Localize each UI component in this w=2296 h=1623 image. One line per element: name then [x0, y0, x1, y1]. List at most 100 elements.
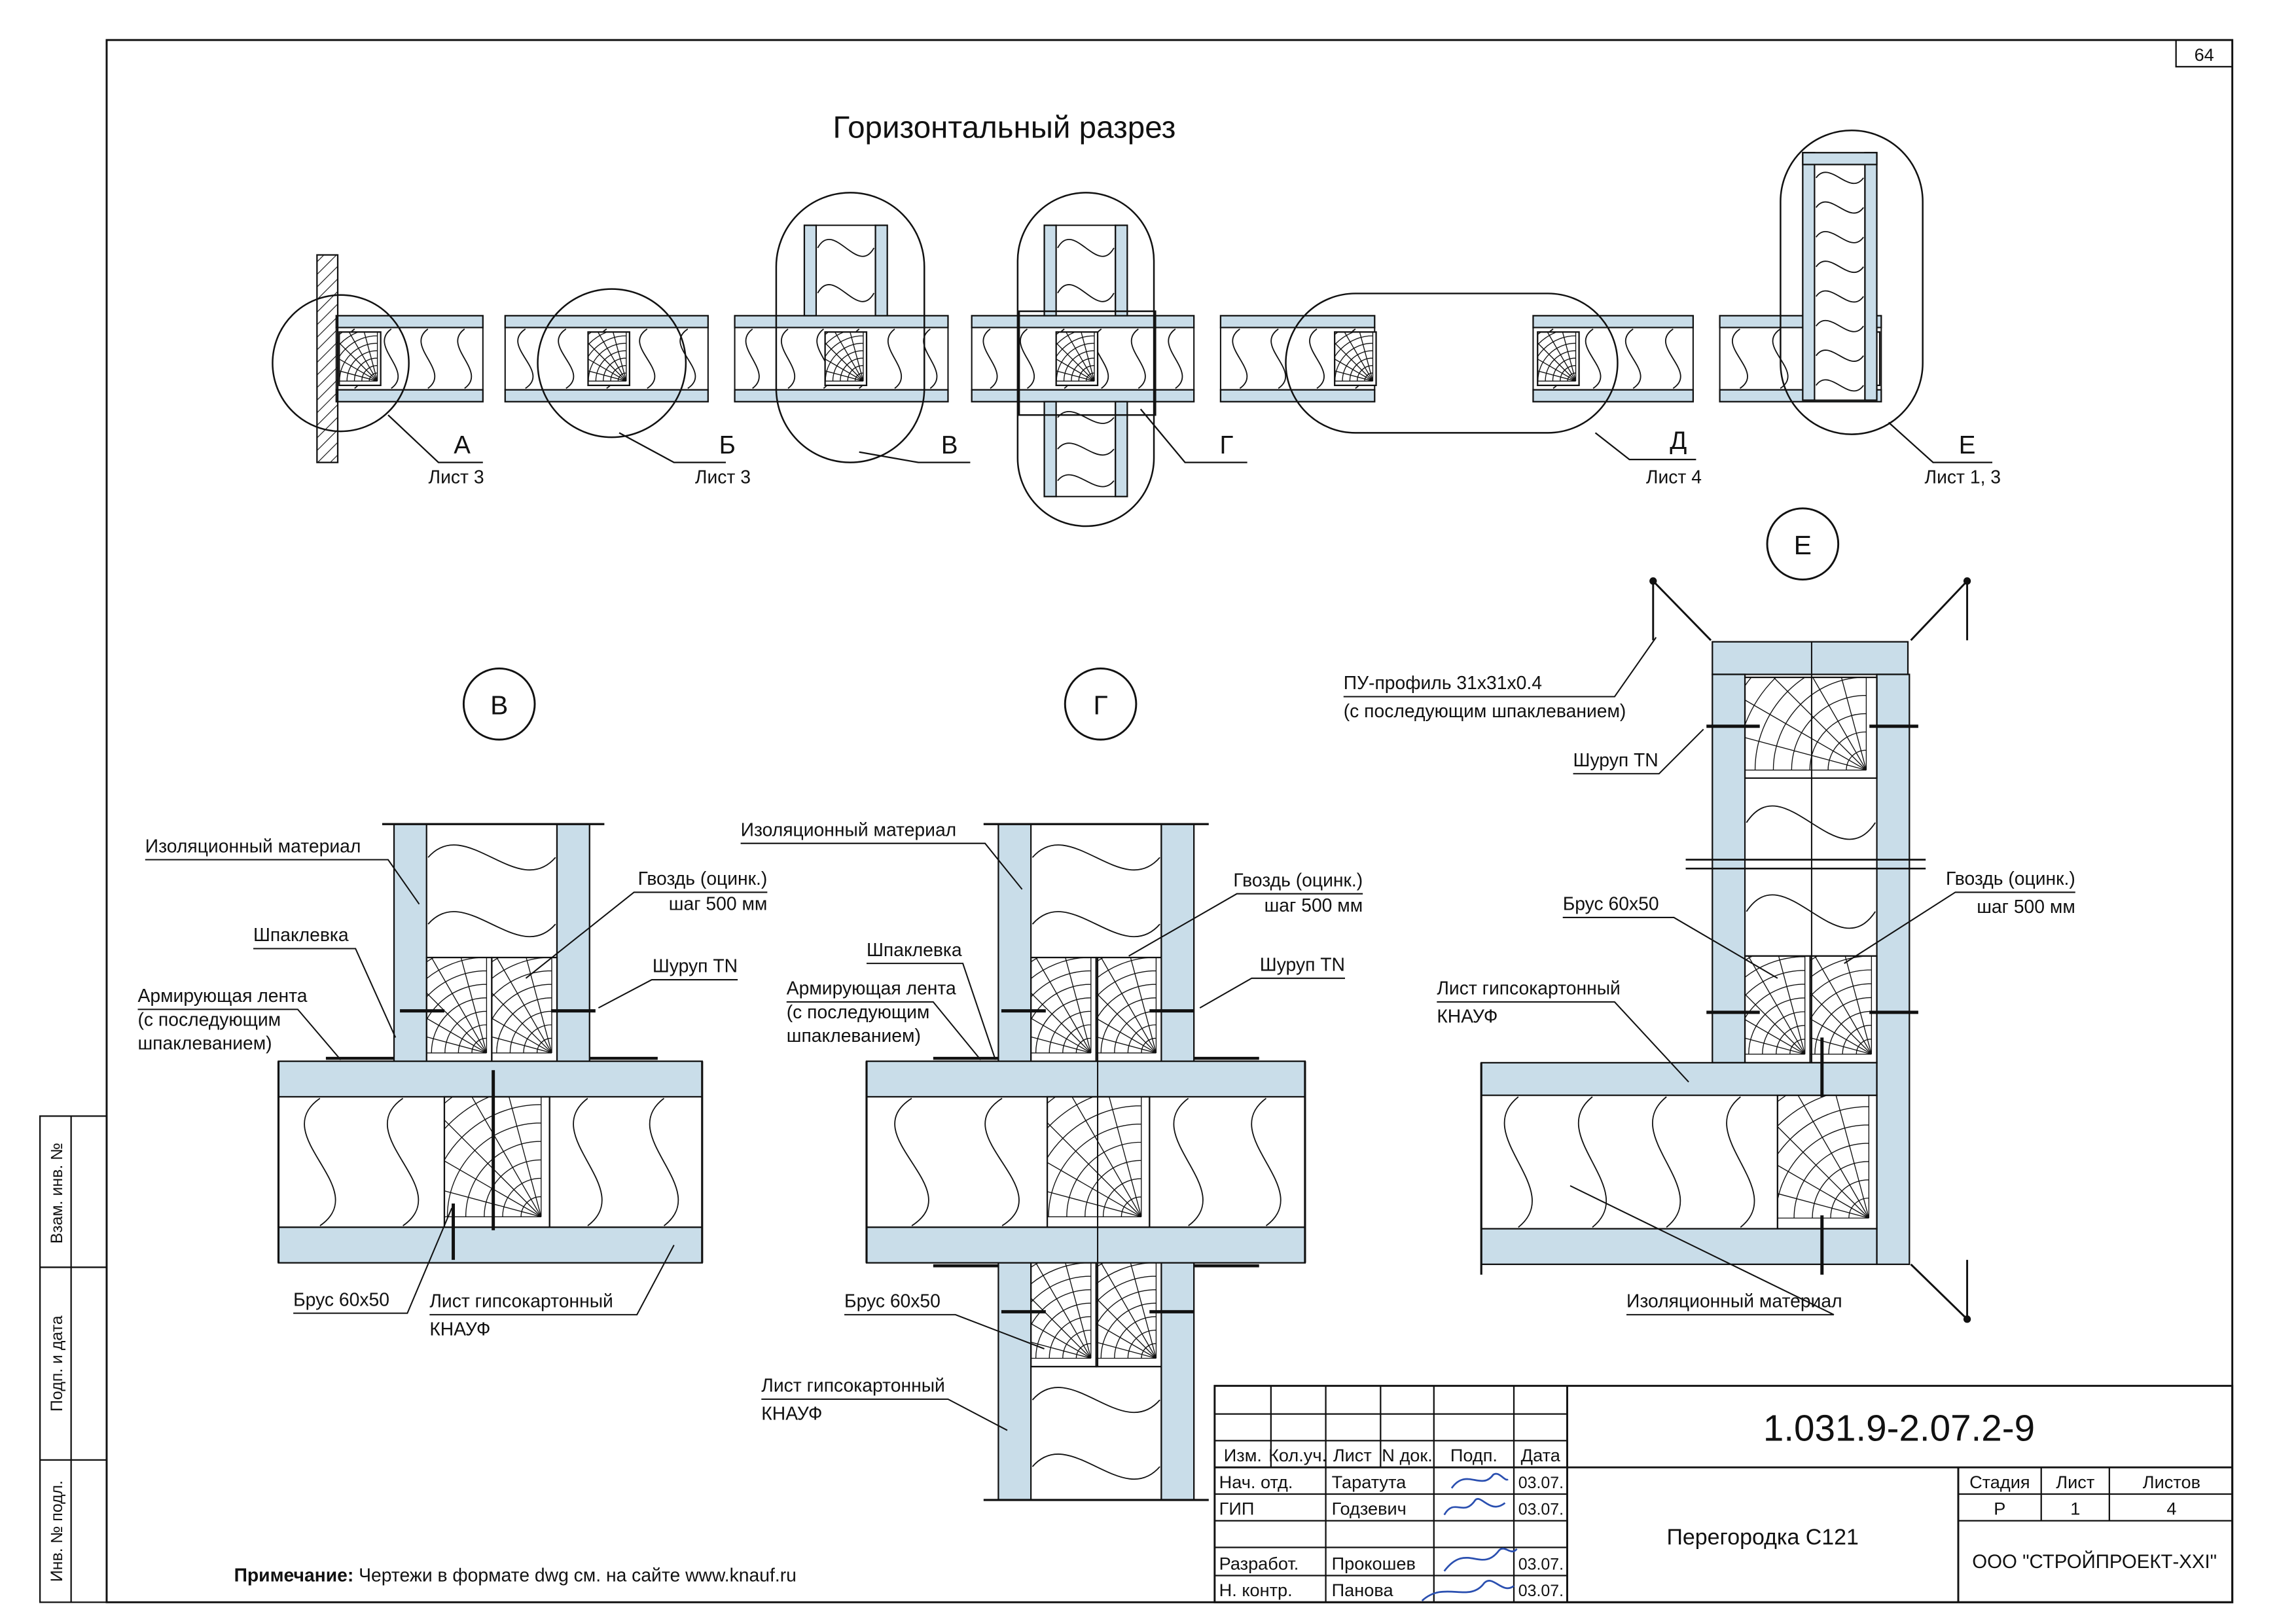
row-date: 03.07. [1518, 1582, 1564, 1600]
callout-v-letter: В [941, 431, 958, 459]
signature-mark [1421, 1580, 1515, 1602]
detail-g-leaders [740, 842, 1363, 1431]
insulation-batt [278, 1096, 445, 1228]
insulation-wave [1057, 238, 1115, 302]
label-nail-step: шаг 500 мм [1265, 895, 1363, 916]
wood-grain [492, 957, 552, 1054]
callout-e [1780, 130, 1924, 435]
hdr-change: Изм. [1224, 1445, 1262, 1465]
label-nail: Гвоздь (оцинк.) [1233, 869, 1363, 890]
gypsum-board [335, 315, 484, 329]
wood-grain [1537, 332, 1577, 382]
callout-leader [1139, 408, 1247, 463]
insulation-wave [817, 238, 875, 302]
gypsum-board [1043, 224, 1057, 317]
insulation-batt [865, 1096, 1049, 1228]
label-putty: Шпаклевка [253, 924, 349, 945]
signatures [1421, 1472, 1518, 1602]
plan-callout-labels: А Лист 3 Б Лист 3 В Г Д Лист 4 Е Лист 1,… [429, 427, 2001, 487]
label-board-brand: КНАУФ [1437, 1006, 1498, 1027]
gypsum-board [1219, 389, 1376, 402]
detail-e [1480, 577, 1971, 1323]
callout-a-ref: Лист 3 [429, 466, 484, 487]
detail-e-labels: ПУ-профиль 31х31х0.4 (с последующим шпак… [1344, 672, 2075, 1311]
plan-view [272, 130, 1993, 527]
callout-d-letter: Д [1670, 427, 1687, 455]
wood-grain [1031, 957, 1092, 1054]
row-date: 03.07. [1518, 1501, 1564, 1519]
callout-e-letter: Е [1959, 431, 1976, 459]
insulation-batt [1149, 1096, 1306, 1228]
row-date: 03.07. [1518, 1555, 1564, 1573]
gypsum-board [971, 315, 1195, 329]
gypsum-board [997, 823, 1032, 1062]
gypsum-board [1802, 152, 1816, 401]
sheets-val: 4 [2166, 1499, 2176, 1519]
company: ООО "СТРОЙПРОЕКТ-XXI" [1972, 1550, 2217, 1573]
gypsum-board [1864, 152, 1878, 401]
callout-a-letter: А [454, 431, 471, 459]
hdr-sign: Подп. [1450, 1445, 1498, 1465]
row-role: Н. контр. [1219, 1580, 1293, 1600]
callout-g [1016, 192, 1155, 527]
wood-grain [1745, 955, 1806, 1055]
detail-v-leaders [137, 859, 768, 1315]
hdr-date: Дата [1521, 1445, 1561, 1465]
sheet-hdr: Лист [2056, 1472, 2094, 1492]
wood-grain [1335, 332, 1374, 382]
stamp-sign-date: Подп. и дата [48, 1315, 66, 1412]
wood-grain [825, 332, 864, 382]
gypsum-board [393, 823, 427, 1062]
gypsum-board [556, 823, 590, 1062]
insulation-wave [1057, 411, 1115, 488]
sheet-frame [105, 39, 2234, 1603]
label-screw: Шуруп TN [653, 955, 738, 976]
gypsum-board [504, 389, 709, 402]
detail-v-letter: В [490, 690, 508, 721]
gypsum-board [1480, 1228, 1878, 1266]
sheet-val: 1 [2070, 1499, 2080, 1519]
detail-g-labels: Изоляционный материал Гвоздь (оцинк.) ша… [741, 819, 1363, 1423]
arrow-dot [1963, 577, 1971, 585]
insulation-wave [1031, 844, 1160, 938]
label-board-brand: КНАУФ [429, 1319, 490, 1340]
label-board: Лист гипсокартонный [429, 1291, 613, 1311]
wood-grain [588, 332, 627, 382]
insulation-batt [1744, 777, 1878, 957]
wood-grain [1745, 677, 1867, 771]
insulation-batt [816, 224, 876, 317]
row-role: Нач. отд. [1219, 1472, 1293, 1492]
timber-stud [1744, 676, 1878, 779]
insulation-batt [425, 823, 558, 959]
stage-hdr: Стадия [1969, 1472, 2030, 1492]
detail-g-letter: Г [1094, 690, 1108, 721]
insulation-batt [1030, 1366, 1162, 1501]
row-role: Разработ. [1219, 1553, 1299, 1573]
label-board-brand: КНАУФ [761, 1403, 822, 1424]
gypsum-board [865, 1060, 1306, 1098]
detail-v-labels: Изоляционный материал Гвоздь (оцинк.) ша… [137, 835, 767, 1339]
row-name: Годзевич [1332, 1499, 1407, 1519]
stage-val: Р [1994, 1499, 2005, 1519]
section-arrow [1910, 1260, 1969, 1322]
insulation-wave [1232, 329, 1363, 389]
section-arrow [1910, 579, 1969, 641]
callout-a [272, 294, 410, 433]
detail-e-letter: Е [1794, 530, 1812, 560]
gypsum-board [734, 389, 949, 402]
gypsum-board [1043, 401, 1057, 497]
label-tape: Армирующая лента [137, 985, 307, 1006]
insulation-wave [573, 1097, 679, 1226]
gypsum-board [1532, 315, 1694, 329]
insulation-batt [548, 1096, 703, 1228]
wood-grain [1056, 332, 1095, 382]
callout-leader [619, 432, 726, 463]
label-insulation: Изоляционный материал [741, 819, 957, 840]
gypsum-board [1160, 823, 1195, 1062]
note: Примечание: Чертежи в формате dwg см. на… [234, 1565, 797, 1586]
label-profile: ПУ-профиль 31х31х0.4 [1344, 672, 1542, 693]
label-tape: Армирующая лента [787, 978, 956, 999]
detail-e-marker [1766, 507, 1840, 581]
gypsum-board [1115, 224, 1128, 317]
arrow-dot [1963, 1315, 1971, 1323]
